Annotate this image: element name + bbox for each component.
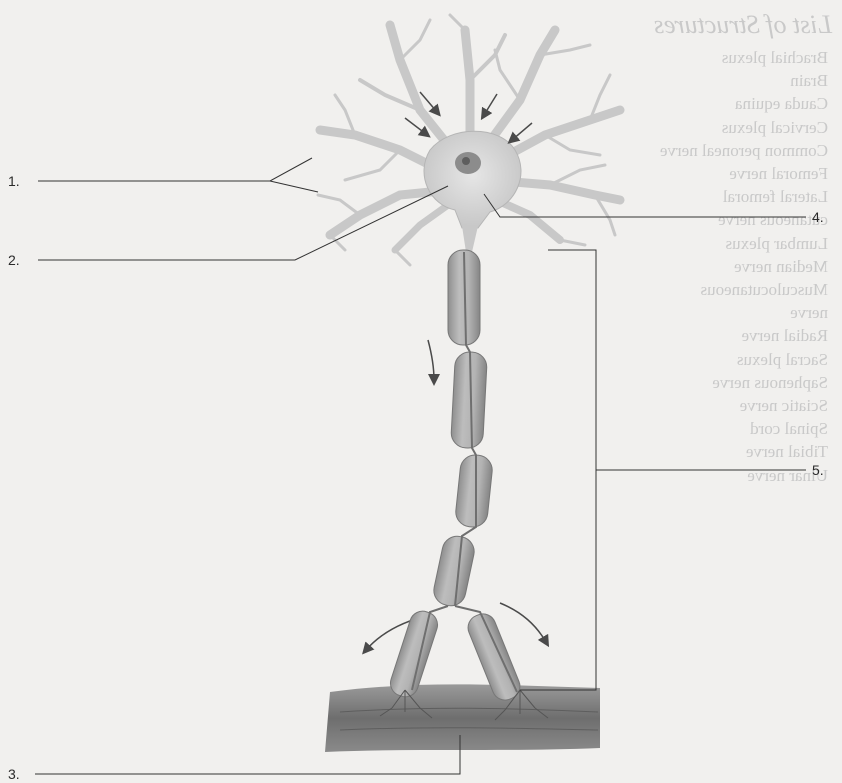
leader-lines <box>35 158 806 774</box>
label-2: 2. <box>8 253 20 267</box>
axon-hillock <box>462 226 478 252</box>
muscle-fiber <box>325 684 600 752</box>
label-4: 4. <box>812 210 824 224</box>
label-5: 5. <box>812 463 824 477</box>
label-1: 1. <box>8 174 20 188</box>
nucleolus <box>462 157 470 165</box>
label-3: 3. <box>8 767 20 781</box>
myelin-sheath <box>387 250 524 704</box>
